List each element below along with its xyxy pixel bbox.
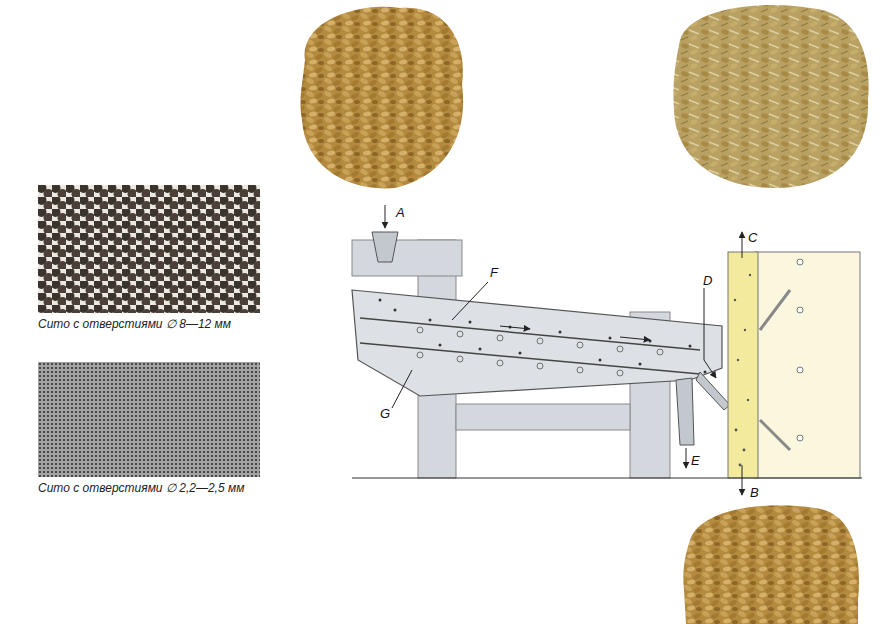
output-grain-pile xyxy=(683,505,859,624)
mixed-grain-pile xyxy=(673,5,868,188)
callout-letter: G xyxy=(380,407,390,420)
sieve-image xyxy=(38,362,260,477)
callout-letter: C xyxy=(748,231,757,244)
callout-letter: E xyxy=(691,454,700,467)
sieve-photo: Сито с отверстиями ∅ 8—12 мм xyxy=(38,185,260,331)
callout-letter: D xyxy=(703,274,712,287)
sieve-caption: Сито с отверстиями ∅ 8—12 мм xyxy=(38,317,260,331)
callout-letter: A xyxy=(396,206,405,219)
sieve-caption: Сито с отверстиями ∅ 2,2—2,5 мм xyxy=(38,481,260,495)
callout-letter: F xyxy=(490,266,498,279)
sieve-image xyxy=(38,185,260,313)
sieve-photo: Сито с отверстиями ∅ 2,2—2,5 мм xyxy=(38,362,260,495)
clean-grain-pile xyxy=(300,7,463,189)
callout-letter: B xyxy=(750,486,759,499)
